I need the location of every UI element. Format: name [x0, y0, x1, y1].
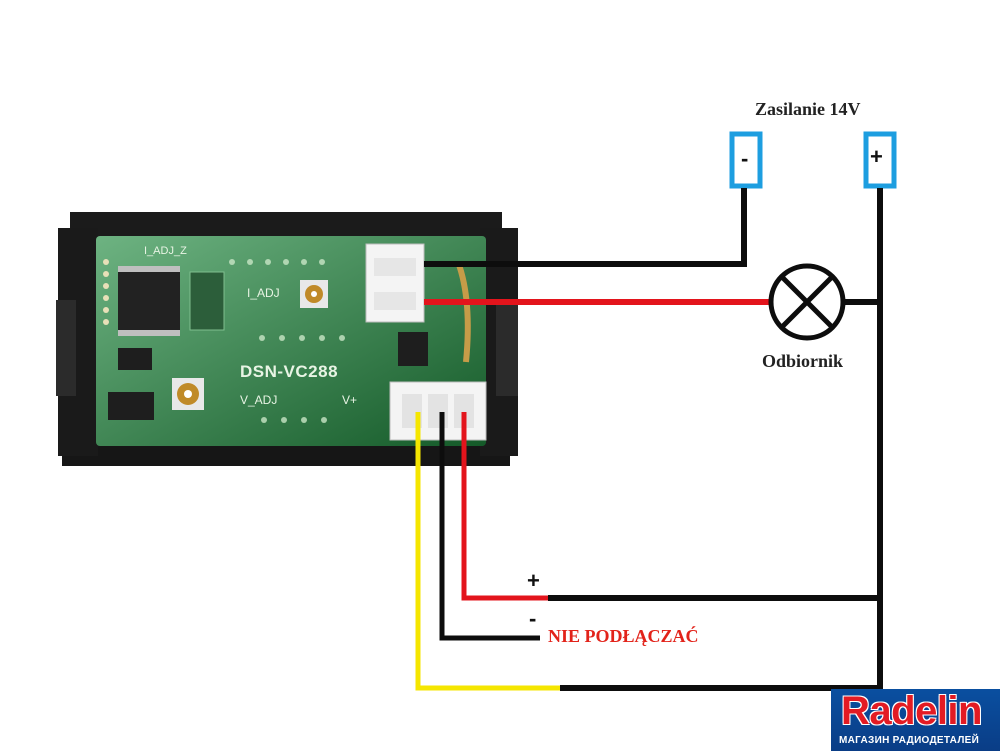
board-v-adj-label: V_ADJ — [240, 393, 278, 407]
signal-connector-slot-3 — [454, 394, 474, 428]
load-label: Odbiornik — [762, 351, 844, 371]
do-not-connect-warning: NIE PODŁĄCZAĆ — [548, 626, 699, 646]
board-v-plus-label: V+ — [342, 393, 358, 407]
logo-subtitle: МАГАЗИН РАДИОДЕТАЛЕЙ — [839, 735, 980, 746]
mcu-pins-bottom — [118, 330, 180, 336]
i-adj-trimmer — [300, 280, 328, 308]
power-connector-pin-2 — [374, 292, 416, 310]
power-connector-pin-1 — [374, 258, 416, 276]
header-pins — [103, 259, 109, 325]
pcb-vias — [229, 259, 345, 423]
signal-connector-slot-2 — [428, 394, 448, 428]
shunt-resistor — [455, 260, 471, 363]
mcu-chip — [118, 272, 180, 330]
signal-plus-sign: + — [527, 568, 540, 593]
shunt-chip — [398, 332, 428, 366]
supply-plus-label: + — [870, 144, 883, 169]
supply-minus-label: - — [741, 146, 749, 171]
voltmeter-module — [56, 212, 518, 466]
board-model-label: DSN-VC288 — [240, 362, 339, 381]
supply-title: Zasilanie 14V — [755, 99, 861, 119]
module-clip-right — [496, 300, 518, 396]
wire-signal-red — [461, 412, 548, 601]
v-adj-trimmer — [172, 378, 204, 410]
logo-name: Radelin — [841, 689, 982, 733]
mcu-pins-top — [118, 266, 180, 272]
supply-plus-terminal — [863, 131, 897, 189]
resistor-array — [189, 271, 225, 331]
supply-minus-terminal — [729, 131, 763, 189]
signal-minus-sign: - — [529, 606, 537, 631]
load-lamp-symbol — [768, 263, 846, 341]
module-clip-left — [56, 300, 76, 396]
radelin-logo: Radelin МАГАЗИН РАДИОДЕТАЛЕЙ — [831, 689, 1000, 751]
power-connector — [365, 243, 425, 323]
capacitor-block — [118, 348, 152, 370]
wire-signal-black — [439, 412, 540, 641]
board-i-adj-label: I_ADJ — [247, 286, 280, 300]
wire-power-ground — [424, 188, 747, 267]
transistor-left — [108, 392, 154, 420]
board-i-adj-z-label: I_ADJ_Z — [144, 245, 187, 257]
wire-signal-yellow — [415, 412, 560, 691]
